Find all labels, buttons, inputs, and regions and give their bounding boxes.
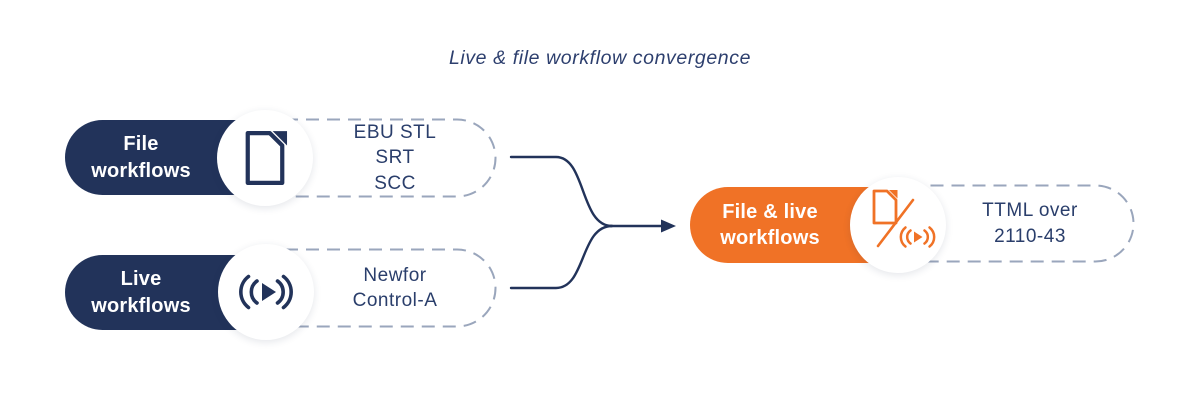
arrowhead-icon: [661, 219, 676, 233]
node-label: Live workflows: [91, 268, 191, 317]
live-broadcast-icon: [239, 274, 293, 310]
node-label: File & live workflows: [720, 200, 820, 249]
format-item: SRT: [375, 147, 415, 169]
connector-live-to-merge: [509, 224, 614, 290]
format-item: SCC: [374, 172, 416, 194]
protocol-item: Control-A: [352, 290, 438, 311]
output-item: TTML over: [982, 200, 1078, 222]
document-slash-live-icon: [872, 189, 936, 248]
connector-file-to-merge: [509, 155, 614, 228]
node-label: File workflows: [91, 133, 191, 182]
file-formats-list: EBU STL SRT SCC: [245, 118, 497, 198]
converged-output-list: TTML over 2110-43: [870, 184, 1135, 263]
file-node-badge: [217, 110, 313, 206]
live-node-badge: [218, 244, 314, 340]
format-item: EBU STL: [353, 122, 437, 144]
diagram-title: Live & file workflow convergence: [448, 47, 752, 69]
converged-node-badge: [850, 177, 946, 273]
output-item: 2110-43: [994, 225, 1066, 247]
live-protocols-list: Newfor Control-A: [245, 248, 497, 328]
protocol-item: Newfor: [363, 264, 427, 286]
document-icon: [245, 130, 288, 186]
